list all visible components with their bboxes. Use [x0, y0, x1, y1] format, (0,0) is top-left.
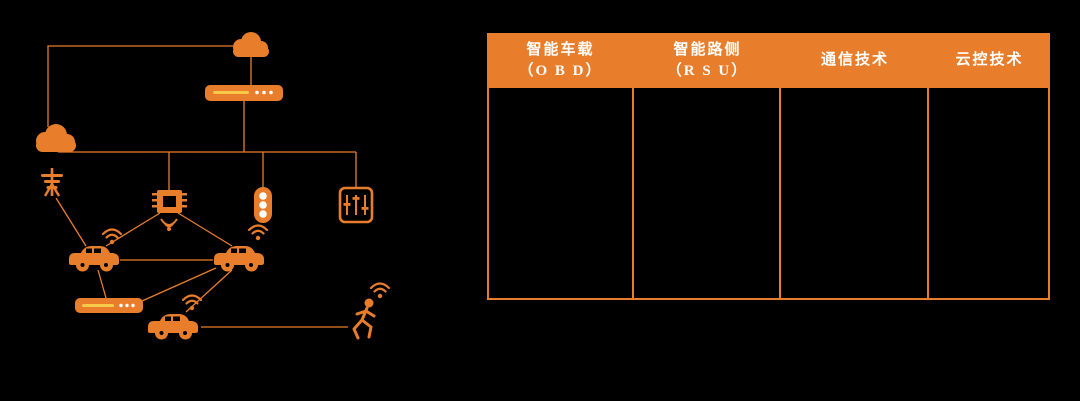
vms-sign-icon: [338, 186, 374, 224]
header-obd-line2: （O B D）: [518, 62, 603, 79]
antenna-mast-icon: [41, 168, 63, 197]
network-links: [47, 45, 357, 328]
cloud-left-icon: [36, 124, 76, 152]
wifi-signal-icon: [369, 282, 391, 300]
header-comm-line1: 通信技术: [820, 52, 889, 68]
header-rsu-line1: 智能路侧: [673, 41, 742, 58]
table-header-row: 智能车载 （O B D） 智能路侧 （R S U） 通信技术 云控技术: [487, 33, 1050, 88]
table-header-rsu: 智能路侧 （R S U）: [634, 33, 781, 88]
table-cell-comm: [781, 88, 929, 298]
table-cell-rsu: [634, 88, 781, 298]
server-bar-2-icon: [75, 298, 143, 313]
table-header-obd: 智能车载 （O B D）: [487, 33, 634, 88]
server-bar-1-icon: [205, 85, 283, 101]
table-cell-cloud: [929, 88, 1050, 298]
wifi-signal-icon: [181, 294, 203, 312]
wifi-signal-icon: [247, 224, 269, 242]
pedestrian-runner-icon: [352, 298, 376, 340]
v2x-network-diagram: [36, 32, 391, 340]
table-body-row: [487, 88, 1050, 300]
technology-table: 智能车载 （O B D） 智能路侧 （R S U） 通信技术 云控技术: [487, 33, 1050, 300]
table-cell-obd: [487, 88, 634, 298]
car-2-icon: [214, 246, 264, 272]
cloud-top-icon: [233, 32, 269, 57]
table-header-cloud: 云控技术: [929, 33, 1050, 88]
traffic-light-icon: [254, 187, 272, 223]
car-1-icon: [69, 246, 119, 272]
header-rsu-line2: （R S U）: [666, 62, 749, 79]
wifi-signal-icon: [101, 228, 123, 246]
header-obd-line1: 智能车载: [526, 41, 595, 58]
header-cloud-line1: 云控技术: [955, 52, 1024, 68]
table-header-comm: 通信技术: [781, 33, 929, 88]
car-3-icon: [148, 314, 198, 340]
obu-chip-icon: [152, 190, 187, 231]
